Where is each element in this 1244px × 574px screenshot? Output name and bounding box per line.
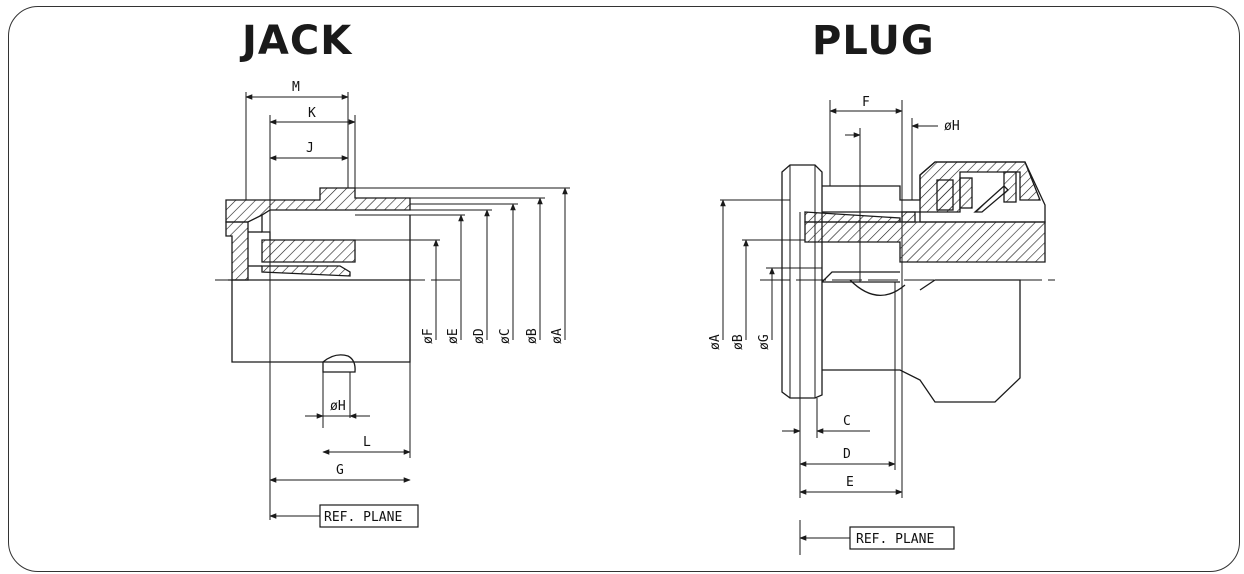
jack-label-e: øE	[446, 328, 461, 344]
jack-label-f: øF	[421, 328, 436, 344]
plug-drawing	[720, 100, 1055, 555]
drawing-frame	[8, 6, 1240, 572]
plug-label-a: øA	[708, 334, 723, 350]
jack-flange	[225, 221, 249, 281]
jack-labels: M K J øH L G REF. PLANE øF øE øD øC øB ø…	[292, 80, 565, 525]
plug-ref-plane-box	[849, 526, 955, 550]
plug-label-e: E	[846, 475, 854, 490]
plug-label-c: C	[843, 414, 851, 429]
jack-title: JACK	[242, 18, 353, 64]
jack-label-d: øD	[472, 328, 487, 344]
jack-label-g: G	[336, 463, 344, 478]
plug-label-b: øB	[731, 334, 746, 350]
plug-insulator	[804, 221, 1046, 263]
jack-ref-plane-box	[319, 504, 419, 528]
jack-drawing	[215, 92, 570, 520]
jack-shell	[225, 187, 411, 223]
plug-ref-plane-label: REF. PLANE	[856, 532, 934, 547]
jack-label-m: M	[292, 80, 300, 95]
plug-label-d: D	[843, 447, 851, 462]
jack-ref-plane-label: REF. PLANE	[324, 510, 402, 525]
jack-label-h: øH	[330, 399, 346, 414]
plug-label-f: F	[862, 95, 870, 110]
jack-label-c: øC	[498, 328, 513, 344]
jack-label-a: øA	[550, 328, 565, 344]
plug-dimensions	[720, 108, 938, 541]
jack-insulator	[261, 239, 356, 263]
jack-label-b: øB	[525, 328, 540, 344]
plug-title: PLUG	[812, 18, 935, 64]
jack-bump	[322, 354, 356, 373]
jack-label-j: J	[306, 141, 314, 156]
jack-contact	[261, 265, 351, 277]
plug-flange	[781, 164, 823, 399]
plug-label-g: øG	[757, 334, 772, 350]
jack-label-k: K	[308, 106, 316, 121]
plug-labels: F øH øA øB øG C D E REF. PLANE	[708, 95, 960, 547]
jack-dimensions	[245, 94, 568, 519]
jack-label-l: L	[363, 435, 371, 450]
jack-body-outline	[231, 215, 411, 363]
plug-label-h: øH	[944, 119, 960, 134]
